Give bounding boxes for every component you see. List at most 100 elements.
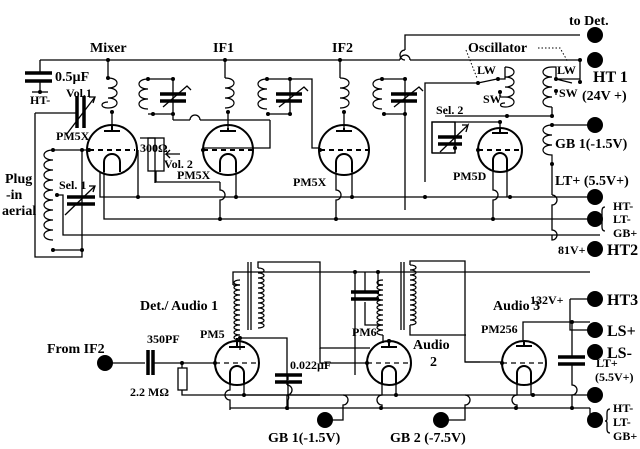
det-audio1-label: Det./ Audio 1 (140, 299, 218, 314)
to-det-wire (404, 34, 580, 50)
mixer-valve (86, 124, 138, 176)
mixer-tuning-capacitor (160, 85, 192, 108)
vol2-label: Vol. 2 (164, 157, 193, 171)
to-det-crossover (399, 49, 406, 61)
gb2-bottom-label: GB 2 (-7.5V) (390, 431, 466, 446)
capacitor-value-label: 0.5µF (55, 70, 89, 85)
sw-left-label: SW (483, 92, 502, 106)
terminal-to-det[interactable] (587, 27, 603, 43)
terminal-ls-minus[interactable] (587, 344, 603, 360)
ht1-label: HT 1 (593, 69, 628, 86)
audio3-label: Audio 3 (493, 299, 540, 314)
terminals-top (587, 27, 606, 232)
aerial-coil (34, 113, 600, 258)
terminal-ls-plus[interactable] (587, 322, 603, 338)
lt-plus-rail-top (99, 150, 590, 199)
ht2-rail (232, 270, 590, 375)
vol1-label: Vol.1 (66, 86, 92, 100)
to-det-label: to Det. (569, 14, 609, 29)
ht3-ls-link (569, 298, 590, 331)
terminal-ht2[interactable] (587, 241, 603, 257)
decoupling-capacitor (25, 60, 52, 94)
terminal-ht3[interactable] (587, 291, 603, 307)
lt-plus-top-label: LT+ (5.5V+) (555, 174, 629, 189)
sel2-label: Sel. 2 (436, 103, 463, 117)
r22-label: 2.2 MΩ (130, 385, 169, 399)
sel1-label: Sel. 1 (59, 178, 86, 192)
terminal-common[interactable] (587, 211, 603, 227)
ht3-label: HT3 (607, 292, 638, 309)
aerial-label-line3: aerial (2, 204, 36, 219)
terminal-lt-plus-bottom[interactable] (587, 387, 603, 403)
from-if2-label: From IF2 (47, 342, 105, 357)
stage-label-mixer: Mixer (90, 41, 127, 56)
vol2-potentiometer (140, 137, 220, 183)
common-top-label-lt: LT- (613, 212, 631, 226)
lt-minus-rail-top (103, 170, 590, 221)
det-valve-label: PM5 (200, 327, 225, 341)
c022-capacitor (275, 373, 302, 410)
sel1-variable-capacitor (64, 185, 96, 216)
if1-valve-label: PM5X (177, 168, 211, 182)
common-top-label-ht: HT- (613, 199, 633, 213)
c350-label: 350PF (147, 332, 180, 346)
terminal-ht1[interactable] (587, 52, 603, 68)
sel2-variable-capacitor (431, 120, 502, 154)
crossover (189, 114, 201, 121)
c022-label: 0.022µF (290, 358, 331, 372)
common-bottom-label-gb: GB+ (613, 429, 637, 443)
common-bottom-label-lt: LT- (613, 415, 631, 429)
lt-minus-rail-bottom (230, 406, 590, 410)
mixer-transformer (101, 58, 175, 125)
audio3-valve (465, 320, 590, 410)
stage-label-oscillator: Oscillator (468, 41, 527, 56)
ls-plus-label: LS+ (607, 323, 636, 340)
audio2-bypass-capacitor (351, 272, 383, 326)
ht1-voltage-label: (24V +) (582, 89, 627, 104)
audio3-capacitor (558, 322, 585, 410)
if2-valve-label: PM5X (293, 175, 327, 189)
audio3-valve-label: PM256 (481, 322, 518, 336)
lw-right-label: LW (557, 63, 576, 77)
stage-label-if2: IF2 (332, 41, 353, 56)
audio2-valve-label: PM6 (352, 325, 377, 339)
common-top-label-gb: GB+ (613, 226, 637, 240)
lt-plus-bottom-label-b: (5.5V+) (595, 370, 634, 384)
r300-label: 300Ω (140, 141, 168, 155)
if1-valve (201, 124, 254, 176)
ht3-voltage-label: 132V+ (530, 293, 564, 307)
osc-valve-label: PM5D (453, 169, 487, 183)
ls-minus-label: LS- (607, 345, 632, 362)
aerial-label-line2: -in (6, 188, 23, 203)
terminal-gb2-bottom[interactable] (433, 412, 449, 428)
if1-transformer (223, 58, 320, 149)
aerial-label-line1: Plug (5, 172, 32, 187)
mixer-valve-label: PM5X (56, 129, 90, 143)
gb1-bottom-label: GB 1(-1.5V) (268, 431, 341, 446)
if1-grid-wire (203, 120, 271, 149)
if2-transformer (338, 58, 424, 210)
audio2-label-line2: 2 (430, 355, 437, 370)
terminal-common-bottom[interactable] (587, 412, 603, 428)
sw-right-label: SW (559, 86, 578, 100)
gb1-top-label: GB 1(-1.5V) (555, 137, 628, 152)
if2-valve (318, 124, 370, 176)
lw-left-label: LW (477, 63, 496, 77)
stage-label-if1: IF1 (213, 41, 234, 56)
terminals-bottom (587, 241, 611, 434)
terminal-gb1[interactable] (587, 117, 603, 133)
ht-minus-label: HT- (30, 93, 50, 107)
ht2-voltage-label: 81V+ (558, 243, 586, 257)
oscillator-valve (476, 127, 523, 173)
audio2-valve (319, 339, 412, 410)
terminal-gb1-bottom[interactable] (317, 412, 333, 428)
oscillator-pointer (465, 47, 569, 79)
oscillator-coils (424, 58, 582, 182)
common-bottom-label-ht: HT- (613, 401, 633, 415)
ht2-label: HT2 (607, 242, 638, 259)
terminal-lt-plus[interactable] (587, 189, 603, 205)
audio2-label-line1: Audio (413, 338, 450, 353)
vol1-variable-capacitor (35, 96, 96, 136)
audio1-transformer (233, 261, 370, 350)
